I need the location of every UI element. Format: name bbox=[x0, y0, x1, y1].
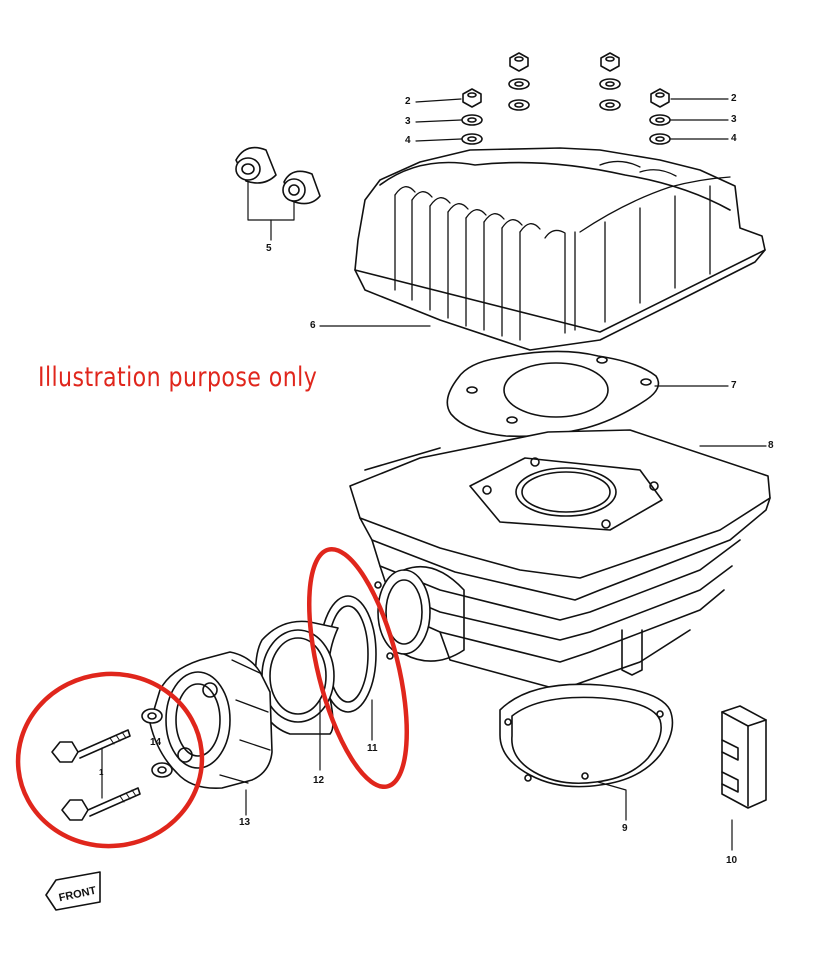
callout-2-left: 2 bbox=[405, 96, 411, 107]
rubber-damper bbox=[721, 705, 767, 851]
leader-lines-top bbox=[415, 98, 729, 142]
callout-13: 13 bbox=[239, 817, 251, 828]
callout-5: 5 bbox=[266, 243, 272, 254]
callout-3-right: 3 bbox=[731, 114, 737, 125]
callout-1: 1 bbox=[99, 768, 104, 777]
callout-8: 8 bbox=[768, 440, 774, 451]
nut-stack-left-top bbox=[508, 52, 530, 111]
highlight-circles bbox=[15, 546, 410, 849]
illustration-note: Illustration purpose only bbox=[38, 362, 318, 393]
front-arrow-icon: FRONT bbox=[45, 871, 101, 911]
callout-9: 9 bbox=[622, 823, 628, 834]
callout-14: 14 bbox=[150, 737, 162, 748]
dowel-pins bbox=[235, 146, 321, 241]
highlight-gasket-ellipse bbox=[306, 546, 410, 790]
callout-2-right: 2 bbox=[731, 93, 737, 104]
base-gasket bbox=[499, 683, 674, 821]
lock-washers bbox=[141, 708, 173, 778]
callout-4-left: 4 bbox=[405, 135, 411, 146]
callout-3-left: 3 bbox=[405, 116, 411, 127]
bolts bbox=[51, 729, 141, 821]
nut-stack-right bbox=[649, 88, 671, 145]
callout-11: 11 bbox=[367, 743, 378, 754]
highlight-bolts-circle bbox=[15, 671, 205, 849]
cylinder-block bbox=[349, 429, 771, 691]
callout-4-right: 4 bbox=[731, 133, 737, 144]
callout-12: 12 bbox=[313, 775, 325, 786]
callout-10: 10 bbox=[726, 855, 738, 866]
cylinder-head bbox=[319, 147, 766, 351]
head-gasket bbox=[446, 350, 729, 438]
callout-7: 7 bbox=[731, 380, 737, 391]
nut-stack-right-top bbox=[599, 52, 621, 111]
nut-stack-left bbox=[461, 88, 483, 145]
carburetor-holder bbox=[149, 651, 273, 816]
callout-6: 6 bbox=[310, 320, 316, 331]
